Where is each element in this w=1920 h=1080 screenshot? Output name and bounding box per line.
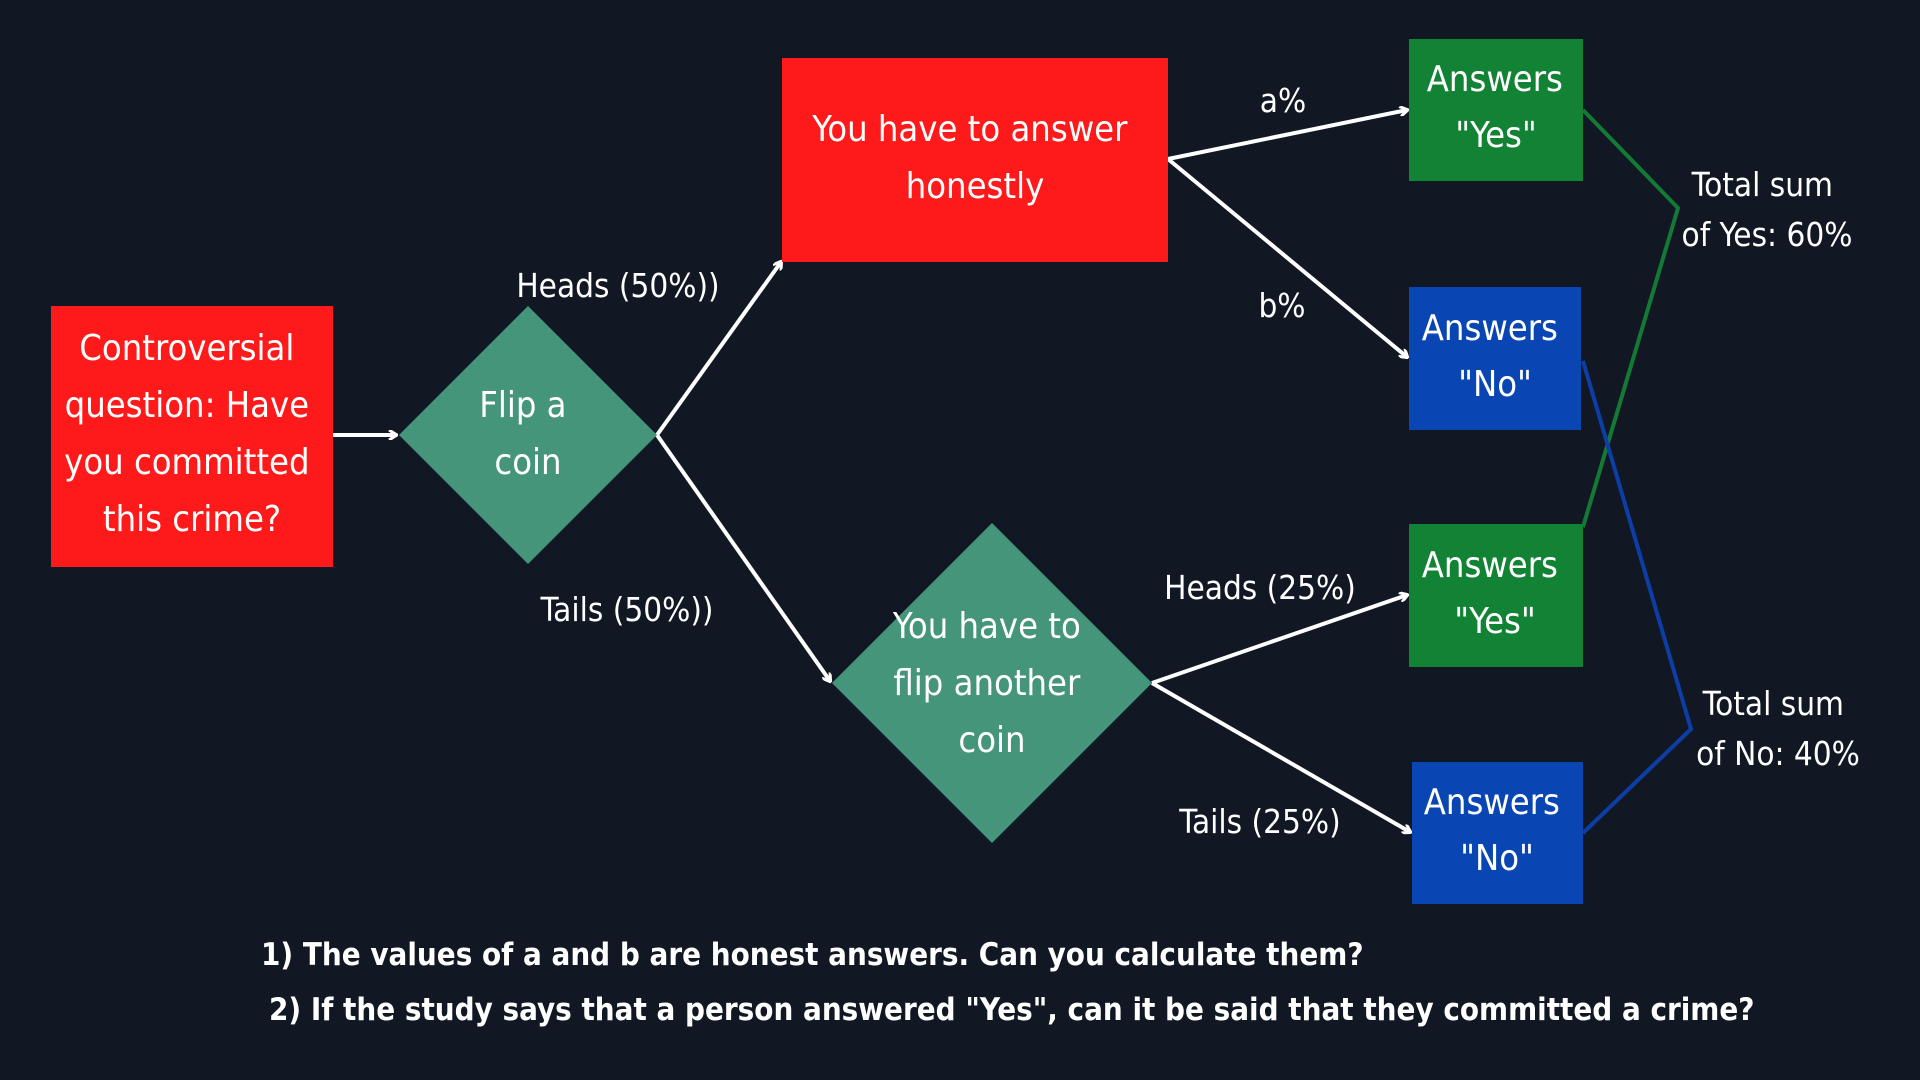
answers-yes-box-1: Answers "Yes" (1409, 39, 1583, 181)
svg-text:You have to flip another: You have to flip another coin (892, 606, 1091, 761)
question-1: 1) The values of a and b are honest answ… (261, 937, 1364, 973)
arrow-tails-50 (655, 433, 830, 681)
question-2: 2) If the study says that a person answe… (269, 992, 1754, 1028)
arrow-a (1167, 110, 1407, 161)
question-box: Controversial question: Have you committ… (51, 306, 333, 567)
total-yes-label: Total sum of Yes: 60% (1682, 165, 1853, 254)
arrow-tails-25 (1150, 681, 1410, 832)
arrow-heads-50 (655, 262, 781, 437)
label-tails-25: Tails (25%) (1178, 802, 1340, 841)
flip-coin-diamond: Flip a coin (399, 306, 657, 564)
total-no-label: Total sum of No: 40% (1696, 684, 1860, 773)
svg-text:Answers "Yes": Answers "Yes" (1422, 545, 1568, 642)
label-b: b% (1258, 286, 1305, 325)
svg-text:You have to answer hones: You have to answer honestly (811, 109, 1137, 207)
yes-total-connector (1581, 108, 1681, 528)
answers-no-box-1: Answers "No" (1409, 287, 1581, 430)
answer-honestly-box: You have to answer honestly (782, 58, 1168, 262)
flip-another-coin-diamond: You have to flip another coin (832, 523, 1152, 843)
no-total-connector (1581, 360, 1694, 835)
svg-text:Controversial question:: Controversial question: Have you committ… (64, 328, 320, 540)
label-tails-50: Tails (50%)) (540, 590, 714, 629)
answers-no-box-2: Answers "No" (1412, 762, 1583, 904)
svg-text:Answers "No": Answers "No" (1424, 782, 1570, 879)
label-heads-25: Heads (25%) (1164, 568, 1356, 607)
svg-text:Answers "No": Answers "No" (1422, 308, 1568, 405)
label-heads-50: Heads (50%)) (516, 266, 719, 305)
svg-text:Flip a coin: Flip a coin (479, 385, 577, 483)
arrow-heads-25 (1151, 595, 1407, 685)
arrow-b (1166, 157, 1407, 357)
svg-text:Answers "Yes": Answers "Yes" (1427, 59, 1573, 156)
label-a: a% (1260, 81, 1306, 120)
answers-yes-box-2: Answers "Yes" (1409, 524, 1583, 667)
